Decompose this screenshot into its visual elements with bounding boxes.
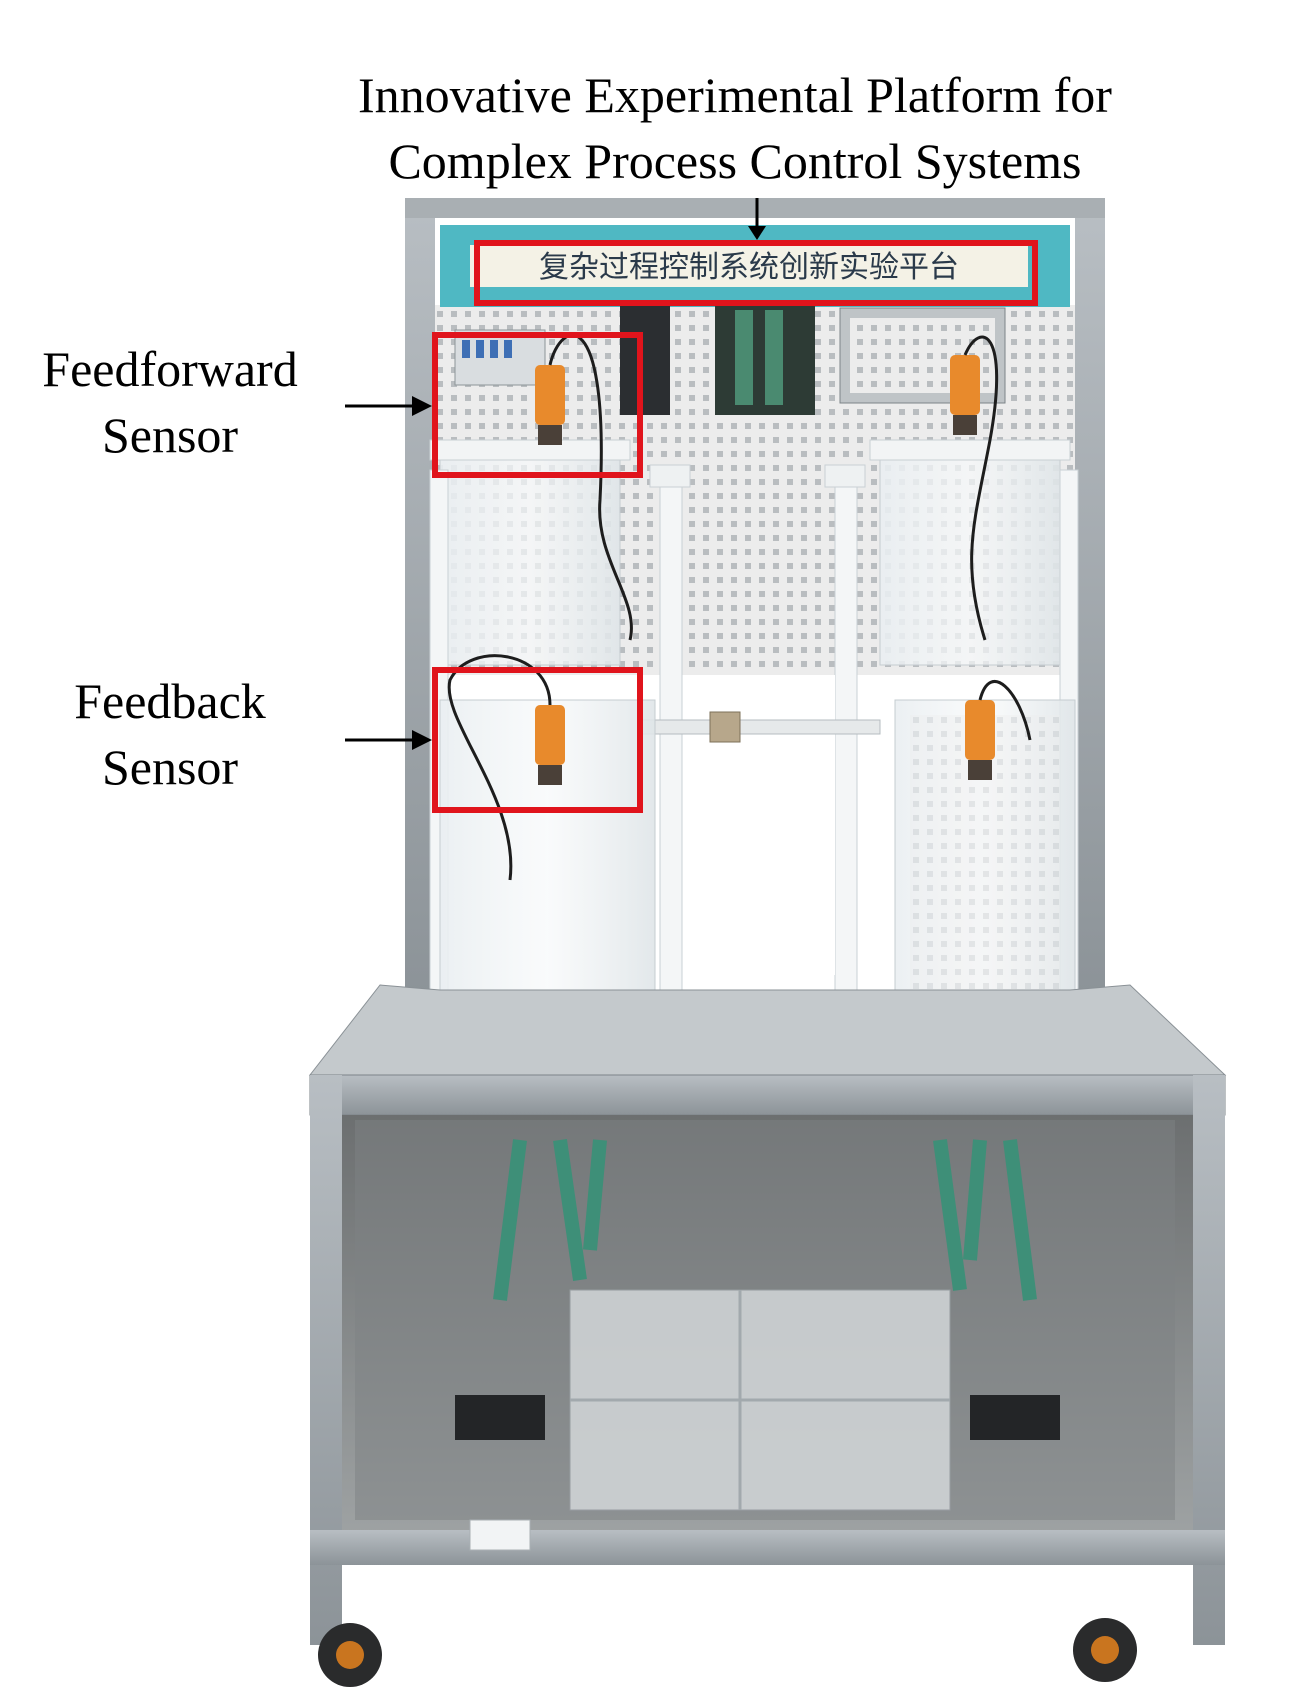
feedback-label-line-2: Sensor bbox=[101, 739, 239, 795]
sign-highlight-box bbox=[474, 240, 1038, 306]
left-hoses bbox=[493, 1139, 607, 1301]
cross-valve bbox=[709, 711, 741, 743]
panel-sign-plate bbox=[470, 245, 1028, 287]
right-hoses bbox=[933, 1139, 1037, 1301]
controller-module bbox=[620, 305, 670, 415]
top-frame-rail bbox=[405, 198, 1105, 218]
title-arrow bbox=[748, 198, 766, 240]
feedback-label-line-1: Feedback bbox=[74, 673, 266, 729]
feedback-arrow bbox=[345, 730, 432, 750]
feedforward-highlight-box bbox=[432, 332, 643, 478]
feedforward-arrow bbox=[345, 396, 432, 416]
panel-sign-text: 复杂过程控制系统创新实验平台 bbox=[539, 250, 959, 285]
feedback-sensor-right bbox=[965, 680, 1032, 780]
title-line-1: Innovative Experimental Platform for bbox=[358, 67, 1112, 123]
right-pump bbox=[970, 1395, 1060, 1440]
feedforward-sensor-right bbox=[950, 335, 999, 641]
table-top bbox=[308, 984, 1227, 1076]
feedforward-label-line-1: Feedforward bbox=[42, 341, 298, 397]
feedback-highlight-box bbox=[432, 667, 643, 813]
left-pump bbox=[455, 1395, 545, 1440]
table-rail bbox=[309, 1074, 1226, 1116]
title-line-2: Complex Process Control Systems bbox=[388, 133, 1082, 189]
feedforward-sensor-label: Feedforward Sensor bbox=[20, 336, 320, 468]
figure-title: Innovative Experimental Platform for Com… bbox=[320, 62, 1150, 194]
feedforward-label-line-2: Sensor bbox=[101, 407, 239, 463]
right-frame-post bbox=[1075, 208, 1105, 998]
cabinet-bottom-rail bbox=[310, 1530, 1225, 1565]
feedback-sensor-label: Feedback Sensor bbox=[20, 668, 320, 800]
feedforward-sensor-left bbox=[535, 333, 633, 641]
upper-left-tank bbox=[439, 449, 621, 666]
upper-right-tank bbox=[879, 449, 1061, 666]
